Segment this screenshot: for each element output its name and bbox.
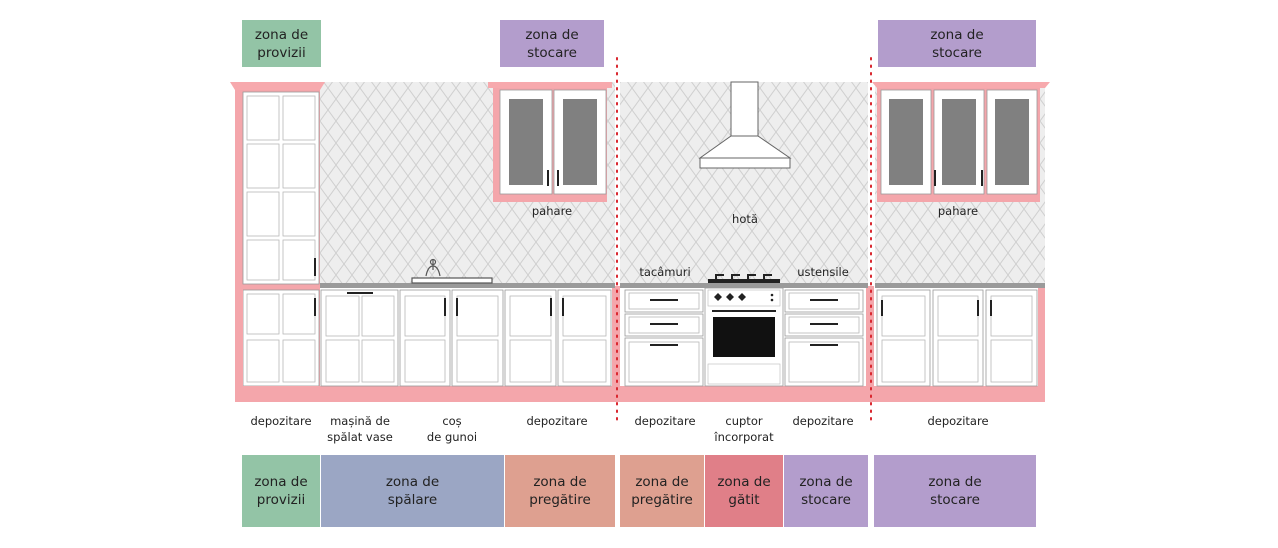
oven: [704, 274, 784, 387]
base-label-depozitare-1: depozitare: [250, 414, 312, 428]
countertop-right: [875, 283, 1045, 288]
base-cabinets-left: [320, 289, 612, 387]
sink-faucet: [411, 258, 493, 284]
label-pahare-right: pahare: [937, 204, 979, 218]
label-tacamuri: tacâmuri: [639, 265, 691, 279]
plinth: [235, 386, 1045, 402]
base-label-depozitare-3: depozitare: [634, 414, 696, 428]
label-ustensile: ustensile: [797, 265, 849, 279]
base-label-cuptor: cuptor încorporat: [714, 414, 774, 444]
base-label-depozitare-4: depozitare: [792, 414, 854, 428]
label-hota: hotă: [732, 212, 758, 226]
countertop-left: [320, 283, 615, 288]
wall-cabinet-left: [488, 82, 612, 202]
range-hood: [698, 81, 792, 169]
base-label-masina-spalat: mașină de spălat vase: [327, 414, 393, 444]
base-label-depozitare-2: depozitare: [526, 414, 588, 428]
base-label-cos-gunoi: coș de gunoi: [426, 414, 478, 444]
countertop-mid: [620, 283, 868, 288]
base-label-depozitare-5: depozitare: [927, 414, 989, 428]
wall-cabinet-right: [872, 82, 1050, 202]
label-pahare-left: pahare: [531, 204, 573, 218]
pantry-cabinet: [230, 82, 325, 400]
